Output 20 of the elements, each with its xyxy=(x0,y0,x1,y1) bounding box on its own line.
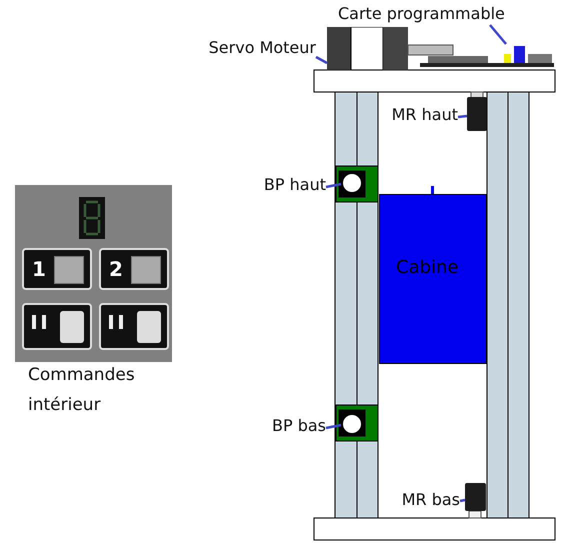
callout-label: BP haut xyxy=(240,174,326,196)
floor-button: 2 xyxy=(99,248,169,290)
circuit-board xyxy=(420,44,554,70)
elevator-cabin: Cabine xyxy=(379,194,487,364)
leader-line xyxy=(458,114,468,118)
leader-line xyxy=(460,498,466,502)
callout-label: Servo Moteur xyxy=(186,37,316,59)
panel-caption: Commandes intérieur xyxy=(28,364,136,417)
callout-label: BP bas xyxy=(246,415,326,437)
magnetic-sensor xyxy=(467,97,487,131)
floor-button: 1 xyxy=(22,248,92,290)
callout-label: MR bas xyxy=(376,489,460,511)
servo-motor xyxy=(327,27,455,70)
callout-label: MR haut xyxy=(378,104,458,126)
magnetic-sensor xyxy=(465,483,486,511)
leader-line xyxy=(326,182,342,188)
leader-line xyxy=(326,424,342,430)
leader-line xyxy=(315,56,328,64)
callout-label: Carte programmable xyxy=(338,3,538,25)
leader-line xyxy=(489,24,507,45)
